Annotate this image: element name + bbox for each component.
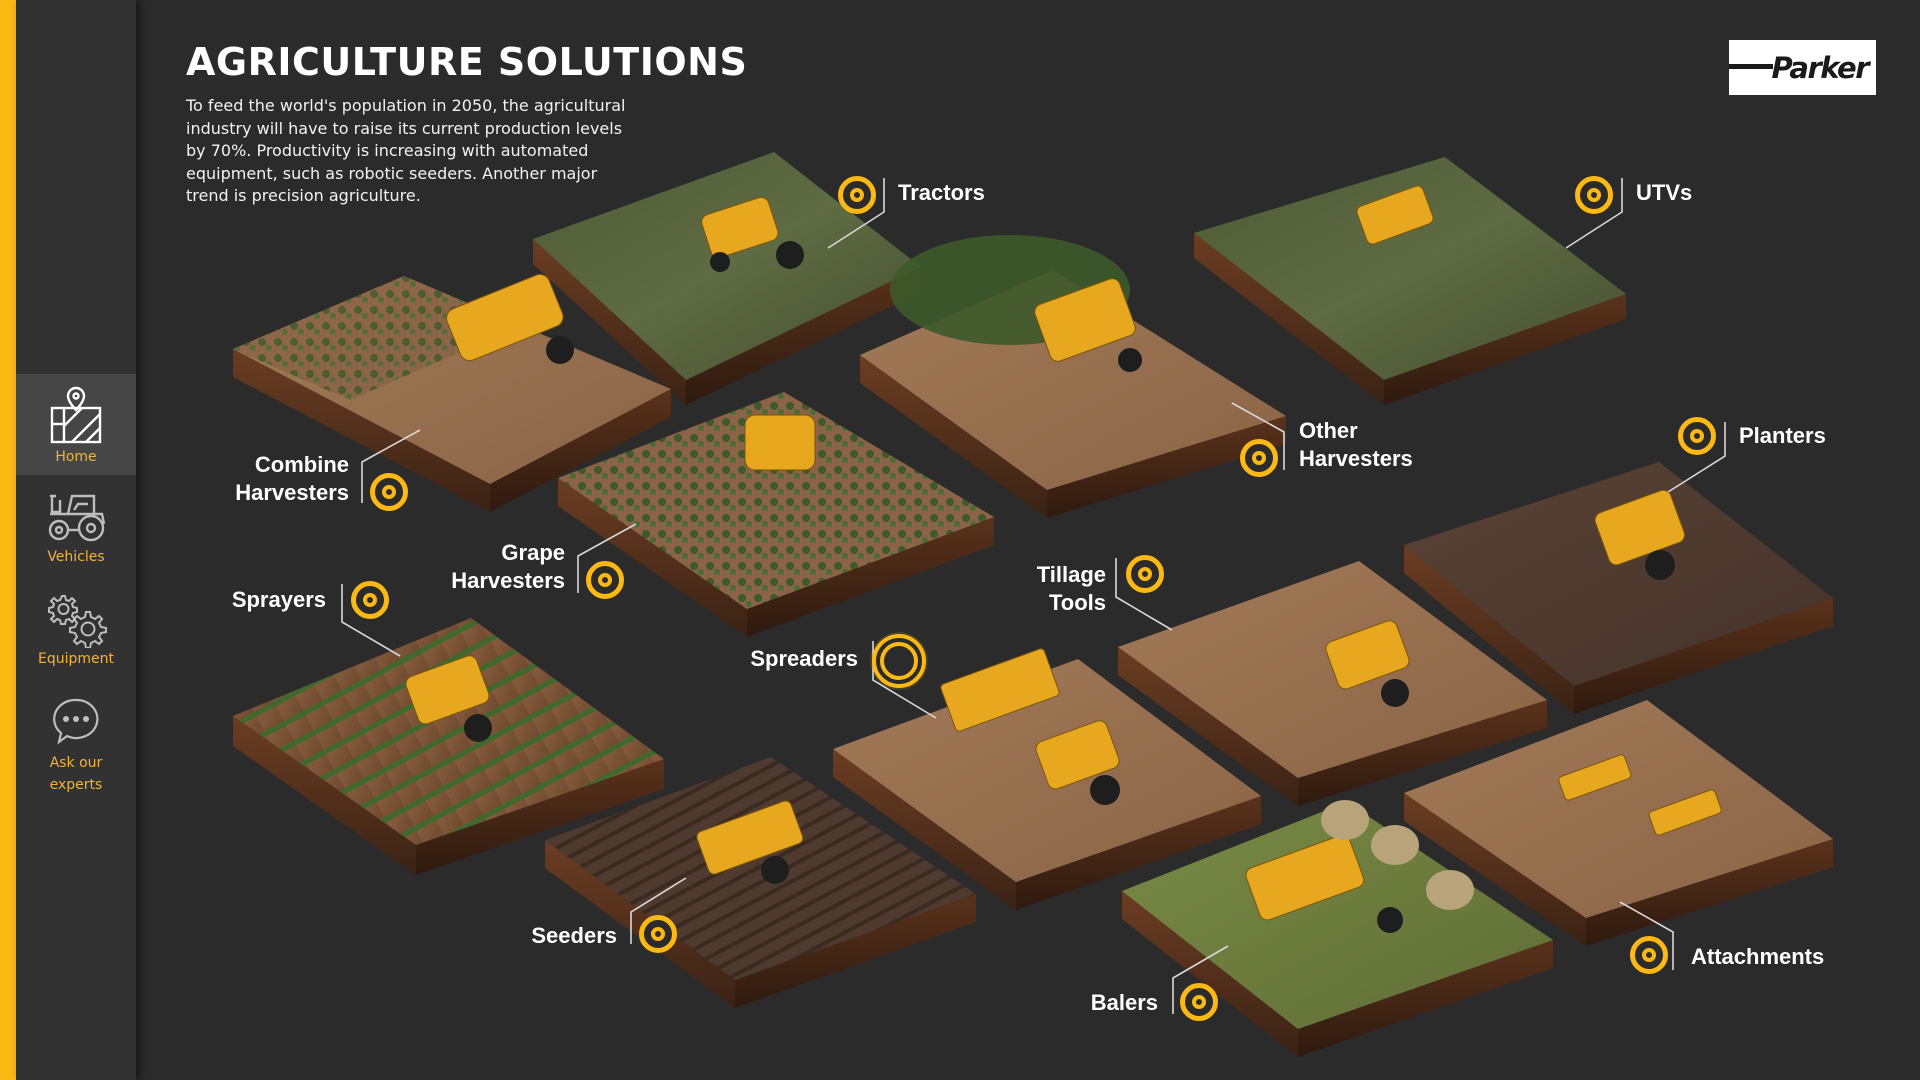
hotspot-tractors[interactable] bbox=[838, 176, 876, 214]
chat-bubble-icon bbox=[53, 698, 99, 745]
page-title: AGRICULTURE SOLUTIONS bbox=[186, 40, 748, 84]
label-sprayers[interactable]: Sprayers bbox=[231, 587, 326, 612]
sidebar-item-home[interactable]: Home bbox=[16, 374, 136, 475]
label-line2: Harvesters bbox=[451, 568, 565, 593]
sidebar-item-equipment[interactable]: Equipment bbox=[16, 588, 136, 678]
tile-sprayers bbox=[233, 618, 664, 875]
tile-combine-harvesters bbox=[233, 276, 671, 512]
logo-bar bbox=[1729, 64, 1773, 69]
label-line1: Combine bbox=[254, 452, 349, 477]
hotspot-spreaders[interactable] bbox=[872, 634, 926, 688]
wheels bbox=[464, 241, 1675, 933]
logo-text: Parker bbox=[1771, 50, 1870, 85]
tile-seeders bbox=[545, 757, 976, 1008]
tile-utvs bbox=[1194, 157, 1626, 405]
tile-attachments bbox=[1404, 700, 1833, 946]
accent-strip bbox=[0, 0, 16, 1080]
label-combine-harvesters[interactable]: Combine Harvesters bbox=[235, 451, 349, 507]
label-line1: Other bbox=[1299, 418, 1358, 443]
hotspot-balers[interactable] bbox=[1180, 983, 1218, 1021]
tile-balers bbox=[1122, 802, 1553, 1057]
map-pin-icon bbox=[50, 386, 102, 444]
tile-grape-harvesters bbox=[558, 392, 994, 637]
hotspot-sprayers[interactable] bbox=[351, 581, 389, 619]
sidebar-item-label-line1: Ask our bbox=[49, 755, 103, 771]
hotspot-other-harvesters[interactable] bbox=[1240, 439, 1278, 477]
label-line2: Harvesters bbox=[235, 480, 349, 505]
tractor-icon bbox=[48, 494, 106, 542]
label-grape-harvesters[interactable]: Grape Harvesters bbox=[451, 539, 565, 595]
parker-logo: Parker bbox=[1729, 40, 1876, 95]
hay-bales bbox=[1321, 800, 1474, 910]
sidebar: Home Vehicles bbox=[16, 0, 136, 1080]
sidebar-item-ask-experts[interactable]: Ask our experts bbox=[16, 690, 136, 800]
hotspot-grape-harvesters[interactable] bbox=[586, 561, 624, 599]
vehicle-shapes bbox=[405, 185, 1722, 921]
label-line1: Grape bbox=[501, 540, 565, 565]
sidebar-item-label: Vehicles bbox=[47, 549, 105, 565]
label-tractors[interactable]: Tractors bbox=[898, 180, 985, 205]
label-spreaders[interactable]: Spreaders bbox=[750, 646, 858, 671]
label-tillage-tools[interactable]: Tillage Tools bbox=[1037, 561, 1106, 617]
label-line2: Tools bbox=[1048, 590, 1106, 615]
gears-icon bbox=[48, 595, 107, 648]
label-balers[interactable]: Balers bbox=[1090, 990, 1158, 1015]
hotspot-combine-harvesters[interactable] bbox=[370, 473, 408, 511]
sidebar-item-vehicles[interactable]: Vehicles bbox=[16, 484, 136, 574]
hotspot-utvs[interactable] bbox=[1575, 176, 1613, 214]
label-attachments[interactable]: Attachments bbox=[1691, 944, 1825, 969]
label-utvs[interactable]: UTVs bbox=[1636, 180, 1693, 205]
sidebar-item-label: Equipment bbox=[38, 651, 114, 667]
hotspot-attachments[interactable] bbox=[1630, 936, 1668, 974]
label-line2: Harvesters bbox=[1299, 446, 1413, 471]
hotspot-seeders[interactable] bbox=[639, 915, 677, 953]
label-line1: Tillage bbox=[1036, 562, 1106, 587]
label-planters[interactable]: Planters bbox=[1739, 423, 1826, 448]
intro-text: To feed the world's population in 2050, … bbox=[186, 96, 626, 206]
sidebar-item-label: Home bbox=[55, 449, 97, 465]
hotspot-tillage-tools[interactable] bbox=[1126, 555, 1164, 593]
tile-planters bbox=[1404, 462, 1833, 714]
hotspot-planters[interactable] bbox=[1678, 417, 1716, 455]
label-other-harvesters[interactable]: Other Harvesters bbox=[1299, 417, 1413, 473]
label-seeders[interactable]: Seeders bbox=[531, 923, 617, 948]
sidebar-item-label-line2: experts bbox=[49, 777, 103, 793]
